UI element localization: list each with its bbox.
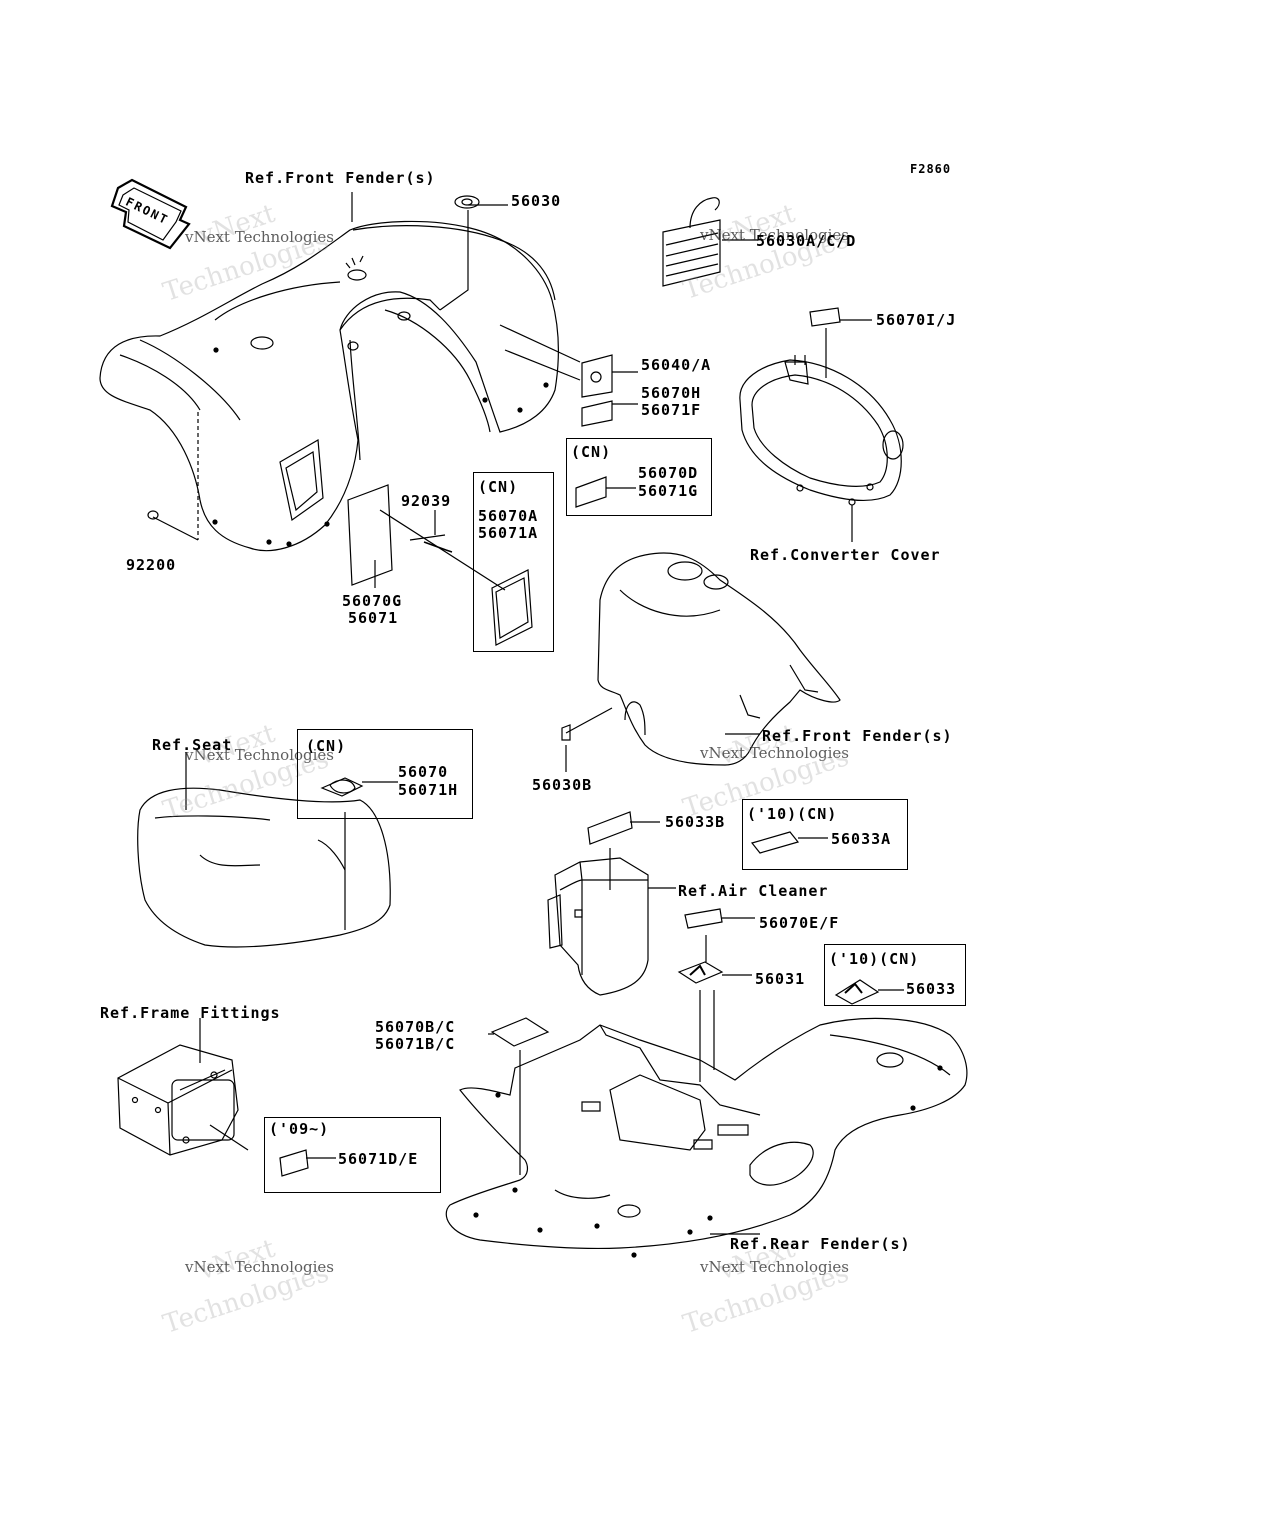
part-56040a: 56040/A <box>641 356 712 374</box>
part-56030acd: 56030A/C/D <box>756 232 857 250</box>
variant-tag: (CN) <box>571 443 612 461</box>
variant-box-cn-a: (CN) 56070A 56071A <box>473 472 554 652</box>
variant-part: 56071D/E <box>338 1150 419 1168</box>
air-cleaner-drawing <box>548 812 755 1082</box>
part-56071: 56071 <box>348 609 399 627</box>
variant-tag: ('10)(CN) <box>747 805 838 823</box>
ref-rear-fender: Ref.Rear Fender(s) <box>730 1235 911 1253</box>
part-56070bc: 56070B/C <box>375 1018 456 1036</box>
ref-converter-cover: Ref.Converter Cover <box>750 546 941 564</box>
frame-fittings-drawing <box>118 1018 336 1176</box>
variant-part: 56033A <box>831 830 892 848</box>
part-56030: 56030 <box>511 192 562 210</box>
variant-tag: ('09~) <box>269 1120 330 1138</box>
variant-part: 56071A <box>478 524 539 542</box>
front-fender-mid-drawing <box>562 553 840 772</box>
variant-part: 56071H <box>398 781 459 799</box>
part-56031: 56031 <box>755 970 806 988</box>
ref-frame-fittings: Ref.Frame Fittings <box>100 1004 281 1022</box>
leader-lines-top-left <box>153 192 638 590</box>
variant-box-cn-33a: ('10)(CN) 56033A <box>742 799 908 870</box>
variant-tag: ('10)(CN) <box>829 950 920 968</box>
variant-part: 56071G <box>638 482 699 500</box>
part-56071f: 56071F <box>641 401 702 419</box>
variant-part: 56070D <box>638 464 699 482</box>
variant-box-cn-33: ('10)(CN) 56033 <box>824 944 966 1006</box>
rear-fender-drawing <box>446 1018 967 1257</box>
ref-air-cleaner: Ref.Air Cleaner <box>678 882 829 900</box>
tag-label-drawing <box>663 198 758 286</box>
front-arrow-icon <box>112 180 189 248</box>
part-92039: 92039 <box>401 492 452 510</box>
ref-front-fender-top: Ref.Front Fender(s) <box>245 169 436 187</box>
box-leaders <box>576 477 904 1004</box>
part-92200: 92200 <box>126 556 177 574</box>
front-fender-top-drawing <box>100 221 558 550</box>
small-parts-top-left <box>148 196 612 645</box>
variant-part: 56070 <box>398 763 449 781</box>
part-56070g: 56070G <box>342 592 403 610</box>
variant-part: 56070A <box>478 507 539 525</box>
variant-box-cn-seat: (CN) 56070 56071H <box>297 729 473 819</box>
part-56070ef: 56070E/F <box>759 914 840 932</box>
part-56070h: 56070H <box>641 384 702 402</box>
part-56030b: 56030B <box>532 776 593 794</box>
part-56070ij: 56070I/J <box>876 311 957 329</box>
ref-front-fender-mid: Ref.Front Fender(s) <box>762 727 953 745</box>
variant-tag: (CN) <box>306 737 347 755</box>
figure-code: F2860 <box>910 162 952 176</box>
converter-cover-drawing <box>740 308 903 542</box>
variant-tag: (CN) <box>478 478 519 496</box>
seat-drawing <box>138 752 398 947</box>
ref-seat: Ref.Seat <box>152 736 233 754</box>
part-56071bc: 56071B/C <box>375 1035 456 1053</box>
part-56033b: 56033B <box>665 813 726 831</box>
variant-box-y09: ('09~) 56071D/E <box>264 1117 441 1193</box>
variant-part: 56033 <box>906 980 957 998</box>
variant-box-cn-d: (CN) 56070D 56071G <box>566 438 712 516</box>
